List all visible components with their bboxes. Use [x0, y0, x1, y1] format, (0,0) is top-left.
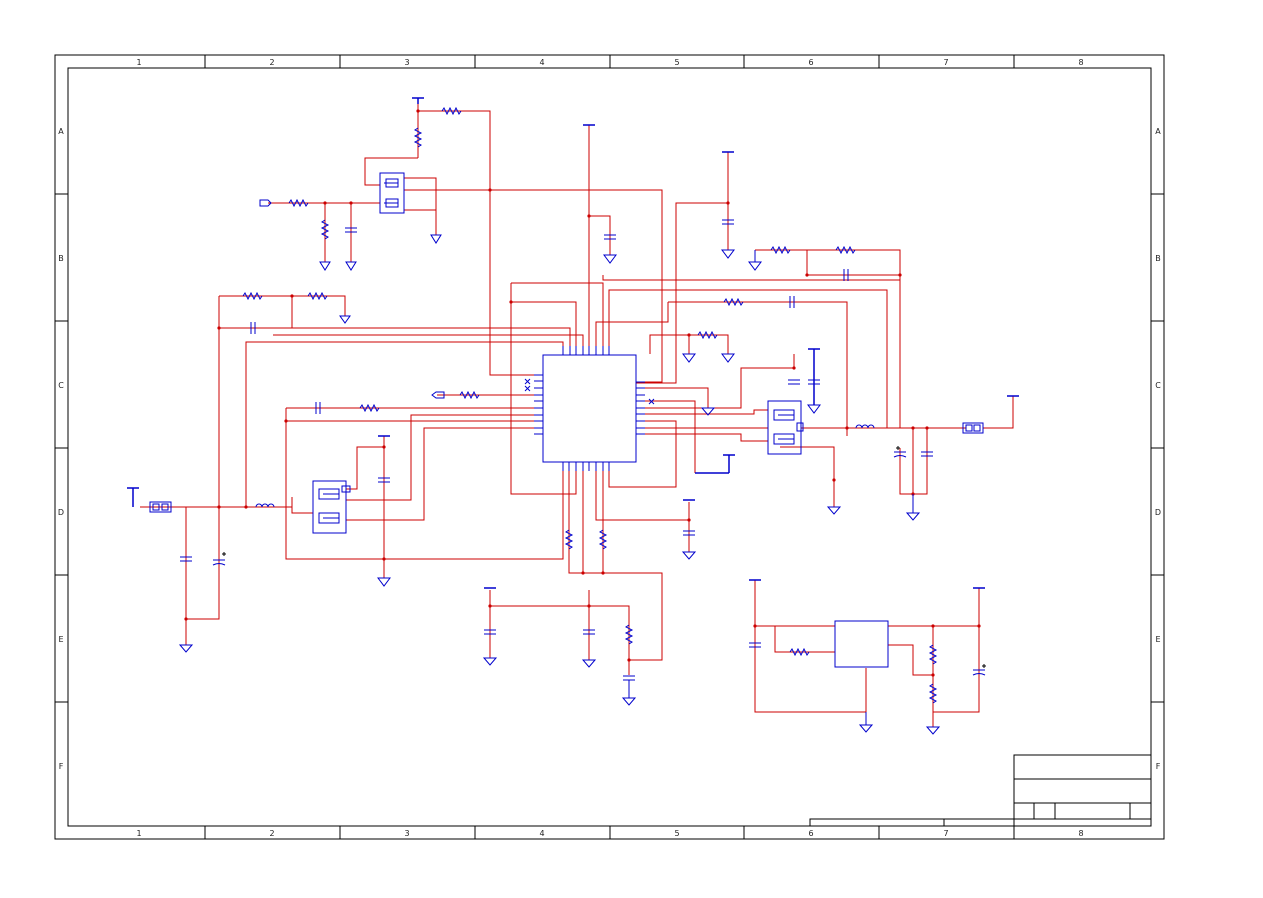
ground-icon	[339, 315, 351, 324]
row-label: D	[1155, 508, 1161, 517]
row-label: C	[1155, 381, 1161, 390]
main-controller-ic	[542, 354, 637, 463]
ground-icon	[682, 353, 696, 363]
row-label: D	[58, 508, 64, 517]
no-connect-marks	[524, 378, 655, 405]
signal-port-icon	[259, 199, 272, 207]
column-label: 4	[539, 829, 544, 838]
row-label: F	[59, 762, 64, 771]
ic-pins	[534, 346, 645, 471]
ground-icon	[430, 234, 442, 244]
column-label: 4	[539, 58, 544, 67]
row-label: A	[58, 127, 64, 136]
column-label: 3	[404, 829, 409, 838]
column-label: 6	[808, 58, 813, 67]
column-label: 2	[269, 829, 274, 838]
components	[127, 97, 1019, 735]
ground-icon	[807, 404, 821, 414]
ground-icon	[905, 512, 921, 521]
ground-icon	[482, 657, 498, 666]
ground-icon	[621, 697, 637, 706]
ground-icon	[925, 726, 941, 735]
inductors	[255, 424, 875, 508]
column-label: 8	[1078, 58, 1083, 67]
column-label: 7	[943, 829, 948, 838]
output-connector	[962, 422, 984, 434]
column-label: 5	[674, 58, 679, 67]
ground-symbols	[178, 234, 941, 735]
column-label: 1	[136, 58, 141, 67]
row-label: B	[58, 254, 64, 263]
column-labels-bottom: 1 2 3 4 5 6 7 8	[136, 829, 1083, 838]
polarity-marks	[222, 446, 986, 668]
ground-icon	[721, 353, 735, 363]
regulator-ic	[834, 620, 889, 668]
column-label: 6	[808, 829, 813, 838]
signal-port-icon	[431, 391, 445, 399]
title-block	[809, 754, 1152, 827]
junction-dots	[184, 109, 981, 677]
column-label: 2	[269, 58, 274, 67]
ground-icon	[681, 551, 697, 560]
mosfet-pair-top	[379, 172, 405, 214]
ground-icon	[858, 724, 874, 733]
row-label: E	[1155, 635, 1160, 644]
power-rail-bars	[127, 97, 1019, 589]
frame-zone-ticks	[55, 55, 1164, 839]
mosfet-pair-left	[312, 480, 351, 534]
column-labels-top: 1 2 3 4 5 6 7 8	[136, 58, 1083, 67]
ground-icon	[581, 659, 597, 668]
ground-icon	[377, 577, 391, 587]
ground-icon	[345, 261, 357, 271]
column-label: 5	[674, 829, 679, 838]
row-labels-left: A B C D E F	[58, 127, 64, 771]
input-connector	[149, 501, 172, 513]
mosfet-pair-right	[767, 400, 804, 455]
column-label: 1	[136, 829, 141, 838]
column-label: 3	[404, 58, 409, 67]
ground-icon	[700, 407, 716, 416]
row-label: B	[1155, 254, 1161, 263]
column-label: 8	[1078, 829, 1083, 838]
column-label: 7	[943, 58, 948, 67]
capacitors	[180, 219, 986, 681]
row-label: C	[58, 381, 64, 390]
ground-icon	[826, 506, 842, 515]
ground-icon	[721, 249, 735, 259]
row-labels-right: A B C D E F	[1155, 127, 1161, 771]
row-label: E	[58, 635, 63, 644]
ground-icon	[603, 254, 617, 264]
ground-icon	[178, 644, 194, 653]
ground-icon	[319, 261, 331, 271]
ground-icon	[748, 261, 762, 271]
row-label: F	[1156, 762, 1161, 771]
row-label: A	[1155, 127, 1161, 136]
resistors	[242, 106, 938, 704]
